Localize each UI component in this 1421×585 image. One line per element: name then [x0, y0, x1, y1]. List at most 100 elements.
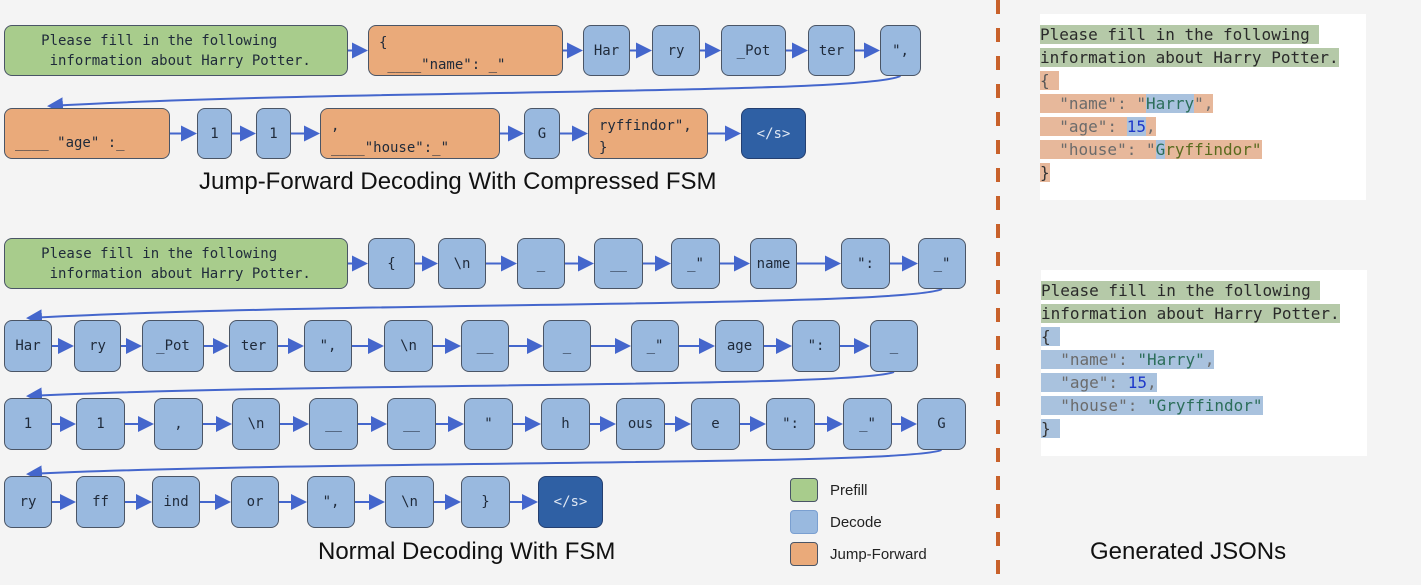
normal-json-output: Please fill in the following information…	[1041, 270, 1367, 456]
normal-token-decode: 1	[76, 398, 125, 450]
jf-token-prefill: Please fill in the following information…	[4, 25, 348, 76]
jump-forward-title: Jump-Forward Decoding With Compressed FS…	[199, 168, 717, 195]
normal-token-prefill: Please fill in the following information…	[4, 238, 348, 289]
normal-token-decode: _"	[671, 238, 720, 289]
arrow-wrap-connector	[26, 371, 895, 404]
json-open-brace: {	[1040, 71, 1050, 90]
normal-token-decode: _"	[918, 238, 966, 289]
normal-token-decode: __	[309, 398, 358, 450]
jf-token-jump: { ____"name": _"	[368, 25, 563, 76]
normal-token-decode: ":	[841, 238, 890, 289]
json-key-name: "name": "	[1040, 94, 1146, 113]
normal-token-decode: ter	[229, 320, 278, 372]
jf-token-jump: ____ "age" :_	[4, 108, 170, 159]
json-value-age: 15	[1126, 117, 1146, 136]
legend-label: Decode	[830, 513, 882, 531]
arrow-wrap-connector	[26, 449, 942, 482]
normal-token-decode: ,	[154, 398, 203, 450]
normal-token-decode: ry	[4, 476, 52, 528]
jf-token-decode: _Pot	[721, 25, 786, 76]
normal-token-decode: h	[541, 398, 590, 450]
normal-token-decode: \n	[232, 398, 280, 450]
legend-item-decode: Decode	[790, 510, 882, 534]
jf-token-jump: ryffindor", }	[588, 108, 708, 159]
legend-swatch-prefill	[790, 478, 818, 502]
normal-token-decode: G	[917, 398, 966, 450]
json-key-house: "house":	[1041, 396, 1147, 415]
jf-token-decode: 1	[256, 108, 291, 159]
json-open-brace: {	[1041, 327, 1051, 346]
json-close-brace: }	[1041, 419, 1051, 438]
jf-token-decode: Har	[583, 25, 630, 76]
jf-token-decode: ter	[808, 25, 855, 76]
normal-token-decode: _	[543, 320, 591, 372]
normal-token-decode: __	[461, 320, 509, 372]
normal-token-decode: ind	[152, 476, 200, 528]
json-value-house-rest: ryffindor"	[1165, 140, 1262, 159]
jf-token-decode: G	[524, 108, 560, 159]
normal-token-decode: \n	[384, 320, 433, 372]
normal-token-decode: __	[387, 398, 436, 450]
json-punct: ,	[1146, 373, 1157, 392]
normal-token-decode: _Pot	[142, 320, 204, 372]
normal-token-decode: _	[517, 238, 565, 289]
normal-token-decode: 1	[4, 398, 52, 450]
json-value-name: "Harry"	[1137, 350, 1205, 369]
normal-token-decode: {	[368, 238, 415, 289]
legend-label: Jump-Forward	[830, 545, 927, 563]
json-key-age: "age":	[1041, 373, 1128, 392]
normal-token-decode: ":	[766, 398, 815, 450]
prompt-line: Please fill in the following	[1041, 281, 1321, 300]
normal-token-decode: ry	[74, 320, 121, 372]
section-divider	[996, 0, 1000, 585]
legend-swatch-jump-forward	[790, 542, 818, 566]
normal-token-decode: ous	[616, 398, 665, 450]
normal-token-eos: </s>	[538, 476, 603, 528]
normal-token-decode: name	[750, 238, 797, 289]
prompt-line: information about Harry Potter.	[1040, 48, 1339, 67]
generated-jsons-title: Generated JSONs	[1090, 538, 1287, 565]
json-close-brace: }	[1040, 163, 1050, 182]
jump-forward-json-output: Please fill in the following information…	[1040, 14, 1366, 200]
jf-token-decode: 1	[197, 108, 232, 159]
normal-token-decode: \n	[385, 476, 434, 528]
normal-token-decode: \n	[438, 238, 486, 289]
jf-token-decode: ry	[652, 25, 700, 76]
json-value-house-first: G	[1155, 140, 1166, 159]
normal-token-decode: ",	[304, 320, 352, 372]
normal-token-decode: ff	[76, 476, 125, 528]
normal-token-decode: age	[715, 320, 764, 372]
normal-token-decode: e	[691, 398, 740, 450]
normal-token-decode: _"	[843, 398, 892, 450]
legend-label: Prefill	[830, 481, 868, 499]
json-value-name: Harry	[1145, 94, 1195, 113]
prompt-line: Please fill in the following	[1040, 25, 1320, 44]
json-value-house: "Gryffindor"	[1146, 396, 1263, 415]
normal-token-decode: }	[461, 476, 510, 528]
json-punct: ,	[1145, 117, 1156, 136]
normal-token-decode: _"	[631, 320, 679, 372]
json-key-name: "name":	[1041, 350, 1138, 369]
jf-token-eos: </s>	[741, 108, 806, 159]
json-punct: ,	[1204, 350, 1215, 369]
arrow-wrap-connector	[26, 288, 943, 326]
arrow-wrap-connector	[47, 75, 901, 114]
legend-item-jump-forward: Jump-Forward	[790, 542, 927, 566]
normal-token-decode: __	[594, 238, 643, 289]
jf-token-decode: ",	[880, 25, 921, 76]
normal-token-decode: ":	[792, 320, 840, 372]
legend-swatch-decode	[790, 510, 818, 534]
json-key-age: "age":	[1040, 117, 1127, 136]
prompt-line: information about Harry Potter.	[1041, 304, 1340, 323]
legend-item-prefill: Prefill	[790, 478, 868, 502]
normal-token-decode: Har	[4, 320, 52, 372]
normal-decoding-title: Normal Decoding With FSM	[318, 538, 616, 565]
normal-token-decode: _	[870, 320, 918, 372]
jf-token-jump: , ____"house":_"	[320, 108, 500, 159]
normal-token-decode: or	[231, 476, 279, 528]
json-key-house: "house": "	[1040, 140, 1156, 159]
normal-token-decode: ",	[307, 476, 355, 528]
normal-token-decode: "	[464, 398, 513, 450]
json-punct: ",	[1194, 94, 1214, 113]
